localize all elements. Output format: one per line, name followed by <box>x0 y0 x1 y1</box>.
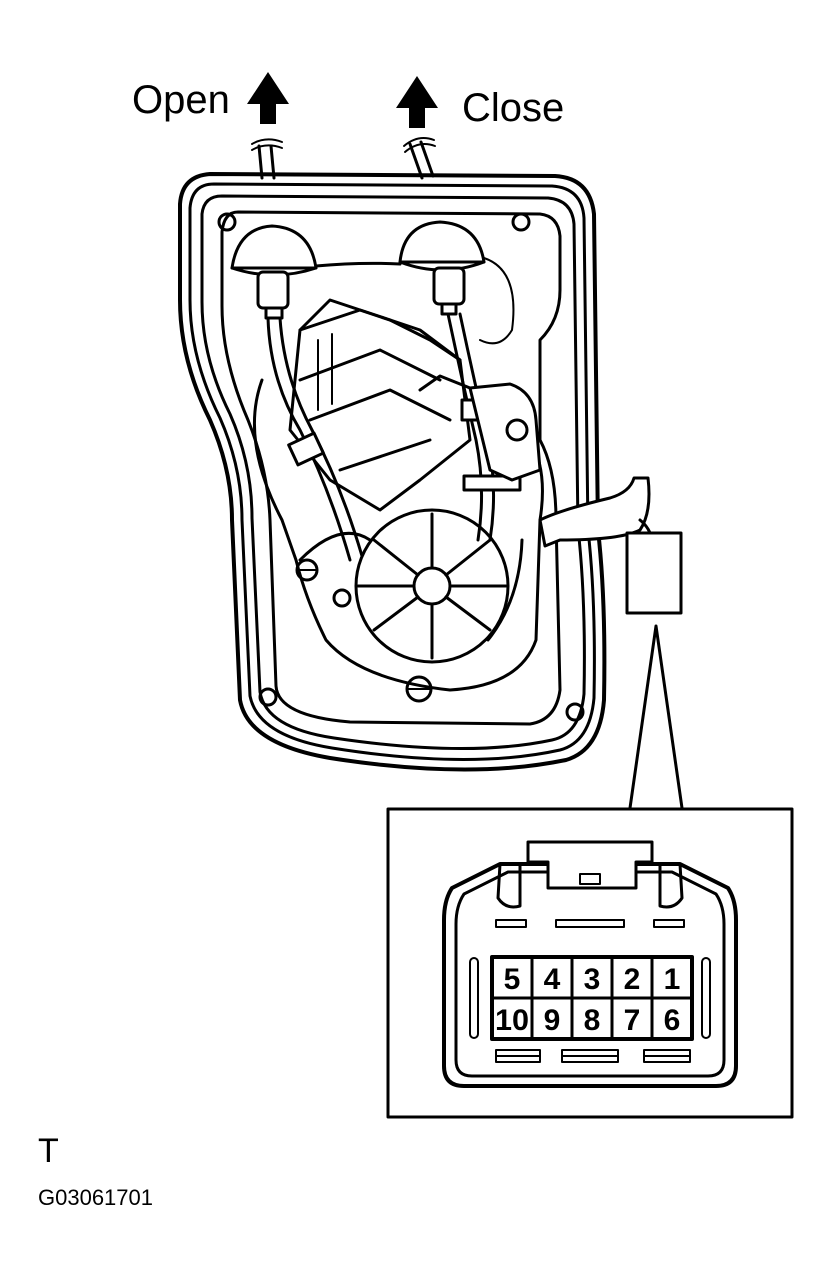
mounting-hole <box>332 588 352 608</box>
pin-number: 1 <box>664 963 681 996</box>
bolt <box>405 675 433 703</box>
pin-number-row-top: 5 4 3 2 1 <box>504 963 681 996</box>
connector-face <box>442 840 738 1088</box>
open-cable-guide <box>230 224 318 320</box>
close-label: Close <box>462 86 564 130</box>
wire-harness <box>538 476 651 548</box>
pin-number: 6 <box>664 1004 681 1037</box>
connector-detail-box <box>386 807 794 1119</box>
close-cable-guide <box>398 220 486 316</box>
pin-number: 9 <box>544 1004 561 1037</box>
pin-number: 3 <box>584 963 601 996</box>
mounting-hole <box>565 702 585 722</box>
open-cable <box>251 138 283 180</box>
pin-number: 5 <box>504 963 521 996</box>
mounting-hole <box>511 212 531 232</box>
motor-housing <box>178 172 607 772</box>
pin-number: 7 <box>624 1004 641 1037</box>
mounting-hole <box>217 212 237 232</box>
pin-number: 2 <box>624 963 641 996</box>
pin-number: 8 <box>584 1004 601 1037</box>
figure-id: G03061701 <box>38 1185 153 1210</box>
open-inner-cable <box>266 316 364 562</box>
locking-tab <box>526 840 654 890</box>
pin-number-row-bottom: 10 9 8 7 6 <box>495 1004 680 1037</box>
close-arrow-icon <box>396 76 438 128</box>
drive-gear <box>354 508 510 664</box>
bolt <box>295 558 319 582</box>
leader-line <box>628 624 684 810</box>
pin-number: 10 <box>495 1004 529 1037</box>
open-arrow-icon <box>247 72 289 124</box>
pin-number: 4 <box>544 963 561 996</box>
motor-body <box>288 298 472 512</box>
actuator-lever <box>418 374 542 482</box>
mounting-hole <box>258 687 278 707</box>
close-cable <box>403 137 436 180</box>
open-label: Open <box>132 78 230 122</box>
inner-channel <box>253 378 544 692</box>
view-mark: T <box>38 1132 59 1170</box>
harness-connector <box>625 531 683 615</box>
